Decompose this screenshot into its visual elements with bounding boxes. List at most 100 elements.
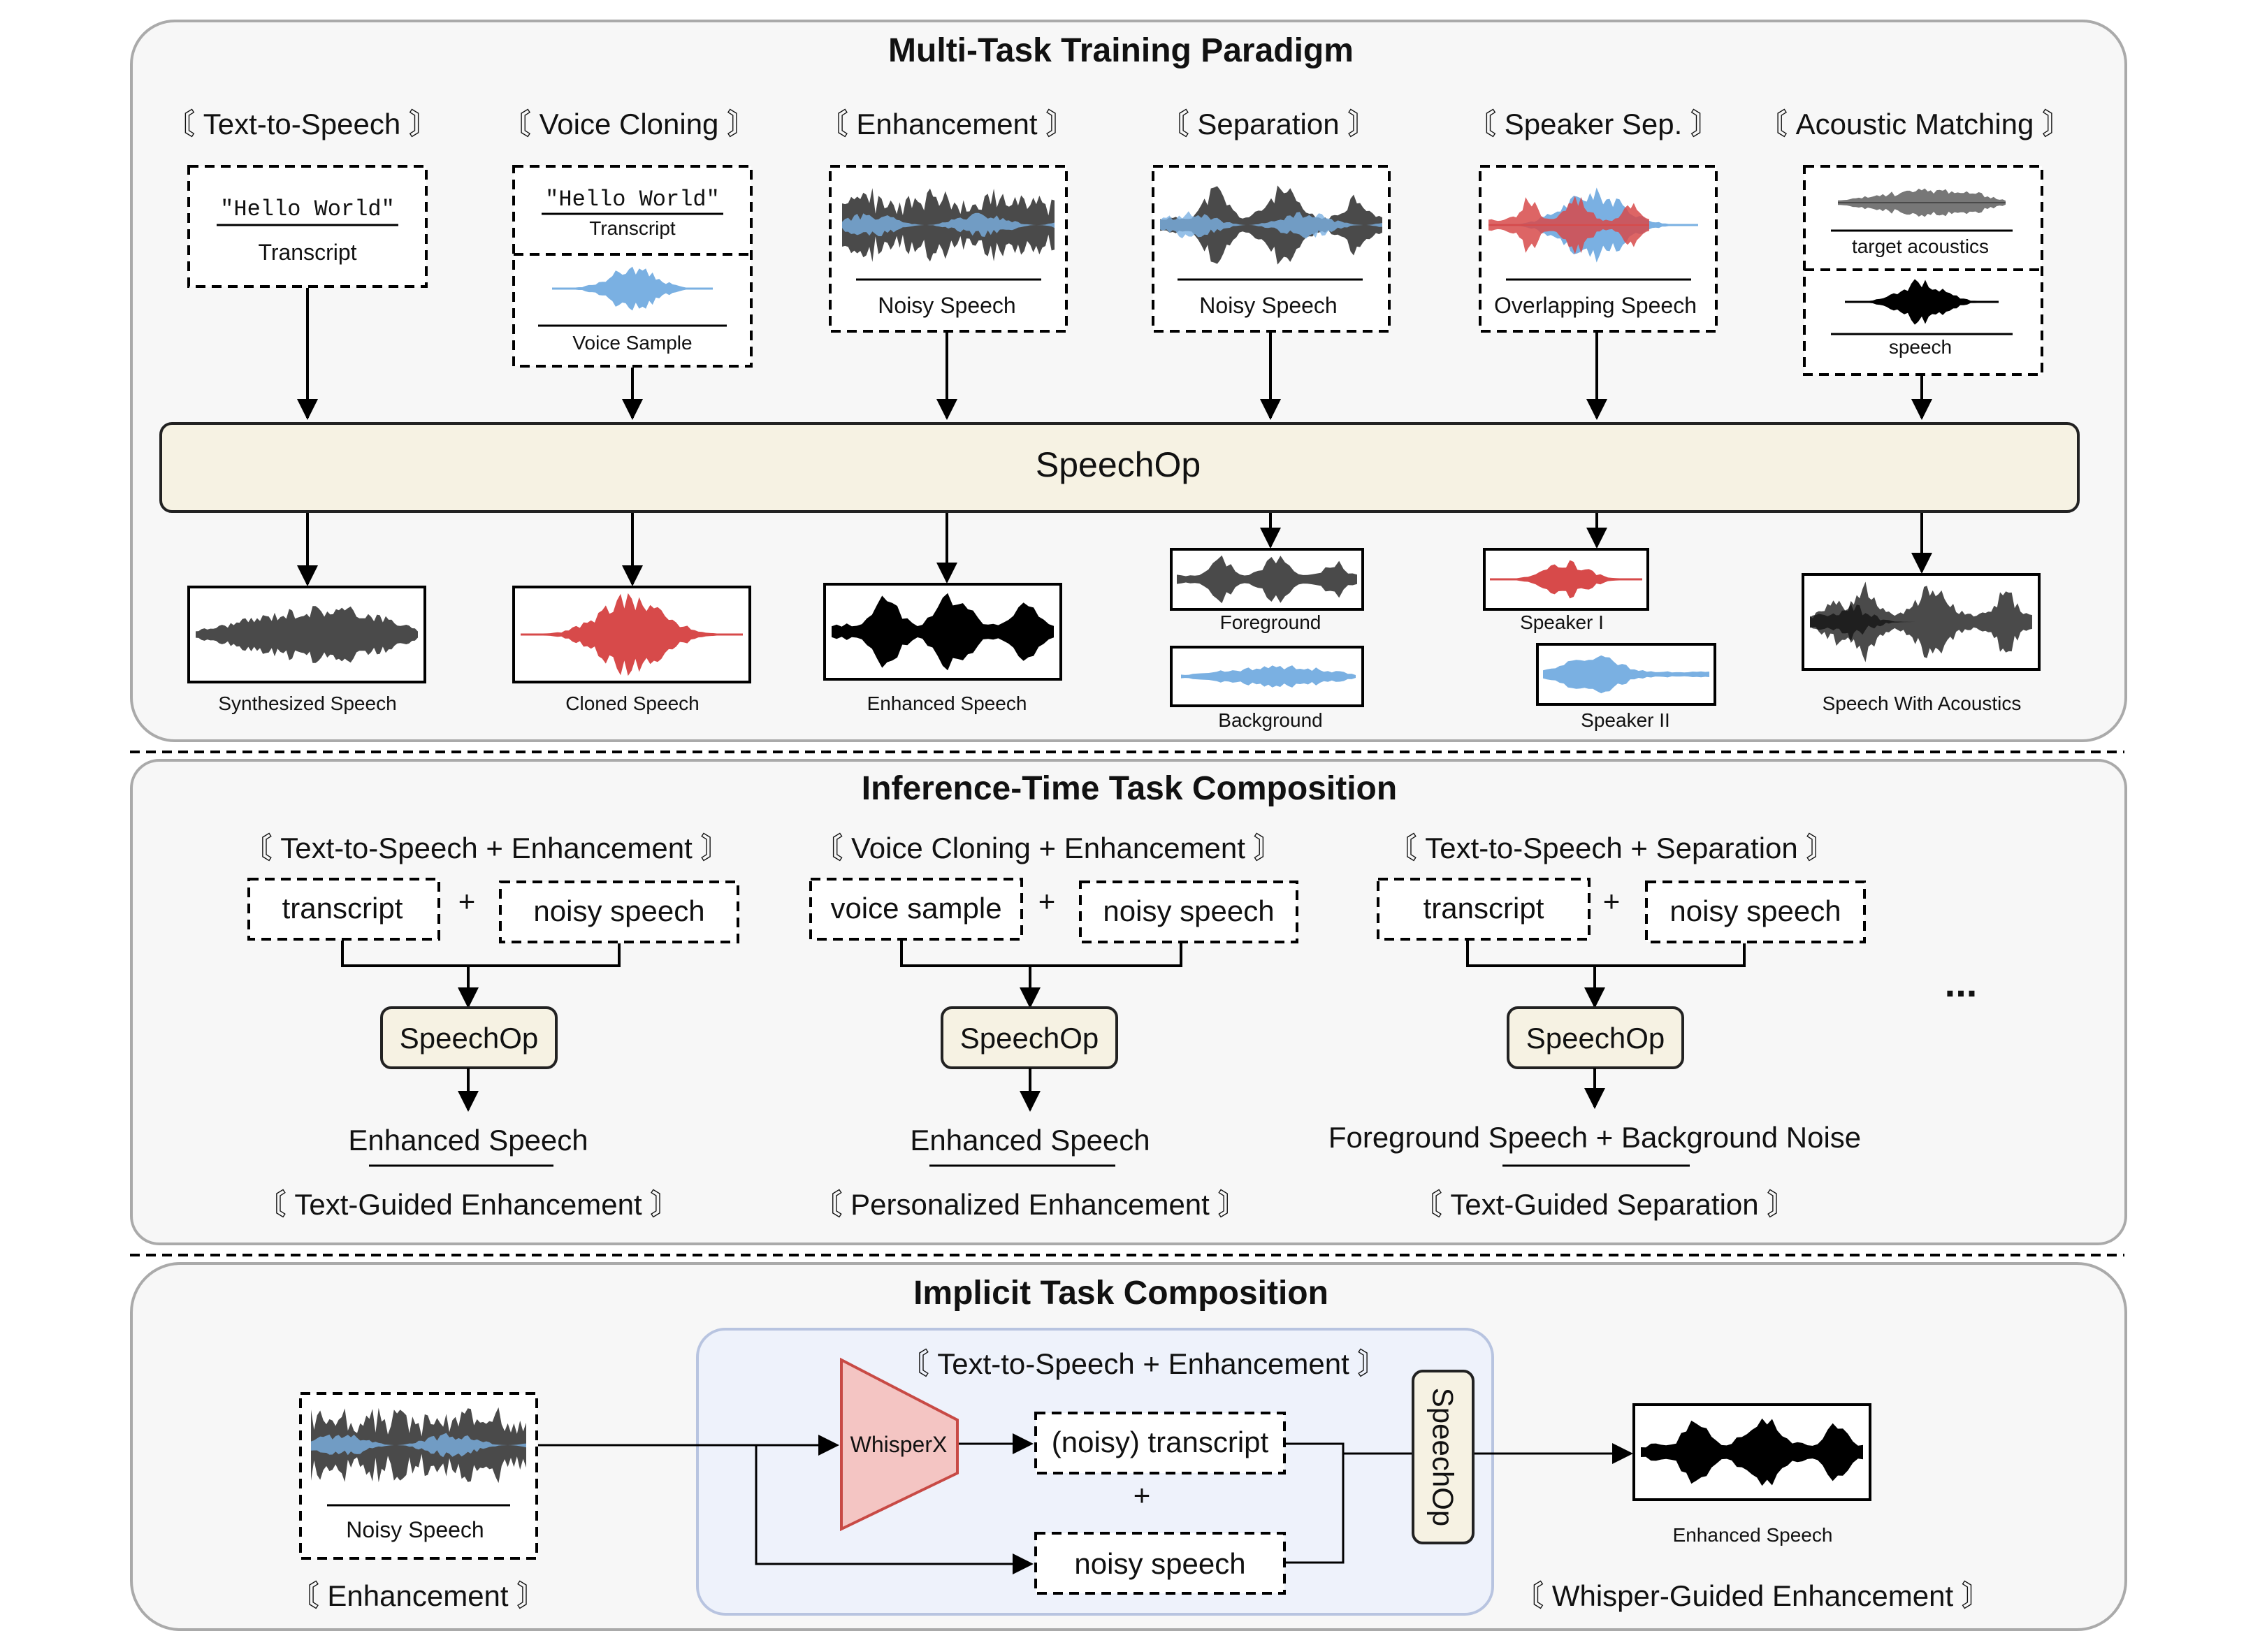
training-section: Multi-Task Training Paradigm 〘 Text-to-S… — [130, 20, 2127, 742]
training-input-arrows — [297, 288, 1932, 420]
speaker-one-output: Speaker I — [1483, 548, 1649, 633]
separation-input-caption: Noisy Speech — [1199, 293, 1337, 318]
implicit-input-label: 〘 Enhancement 〙 — [290, 1579, 546, 1612]
group-2-input-a — [809, 878, 1023, 941]
speech-with-acoustics-waveform — [1810, 581, 2032, 662]
inference-ellipsis: ... — [1945, 961, 1978, 1005]
implicit-output-label: 〘 Whisper-Guided Enhancement 〙 — [1514, 1579, 1991, 1612]
group-1-input-a — [247, 878, 440, 941]
group-1-speechop-label: SpeechOp — [400, 1022, 538, 1055]
inference-section: Inference-Time Task Composition 〘 Text-t… — [130, 759, 2127, 1245]
group-3-input-b-text: noisy speech — [1669, 894, 1841, 927]
group-2-input-a-text: voice sample — [830, 892, 1001, 925]
implicit-section: Implicit Task Composition Noisy Speech 〘… — [130, 1262, 2127, 1631]
speech-caption: speech — [1889, 336, 1952, 358]
group-2-output: Enhanced Speech — [910, 1124, 1150, 1157]
group-1-name: 〘 Text-Guided Enhancement 〙 — [257, 1188, 680, 1221]
enhanced-speech-output: Enhanced Speech — [823, 583, 1062, 714]
enhanced-waveform — [832, 593, 1054, 671]
group-3-input-a-text: transcript — [1423, 892, 1544, 925]
group-2-plus: + — [1038, 885, 1056, 918]
enhanced-speech-caption: Enhanced Speech — [867, 693, 1027, 714]
waveform-overlay-shape — [1810, 600, 1921, 646]
task-label-speaker-sep: 〘 Speaker Sep. 〙 — [1467, 108, 1720, 140]
noisy-speech-box — [1034, 1532, 1286, 1595]
group-3-plus: + — [1603, 885, 1621, 918]
synthesized-speech-caption: Synthesized Speech — [218, 693, 396, 714]
implicit-plus: + — [1133, 1479, 1151, 1512]
group-2-speechop-label: SpeechOp — [960, 1022, 1099, 1055]
voice-sample-waveform — [552, 266, 713, 311]
inference-title: Inference-Time Task Composition — [862, 770, 1397, 807]
cloned-speech-caption: Cloned Speech — [565, 693, 699, 714]
inference-group-tts-enhancement: 〘 Text-to-Speech + Enhancement 〙 transcr… — [243, 832, 739, 1221]
implicit-title: Implicit Task Composition — [913, 1275, 1328, 1312]
group-1-input-a-text: transcript — [282, 892, 403, 925]
noisy-transcript-text: (noisy) transcript — [1052, 1426, 1269, 1458]
target-acoustics-waveform — [1838, 188, 2006, 217]
group-1-label: 〘 Text-to-Speech + Enhancement 〙 — [243, 832, 730, 864]
training-title: Multi-Task Training Paradigm — [888, 32, 1354, 69]
speaker-two-output: Speaker II — [1536, 643, 1716, 731]
waveform-overlay-shape — [1160, 211, 1382, 239]
implicit-noisy-waveform — [311, 1407, 526, 1484]
background-output: Background — [1170, 646, 1364, 731]
speaker-sep-input-caption: Overlapping Speech — [1494, 293, 1697, 318]
inference-group-tts-separation: 〘 Text-to-Speech + Separation 〙 transcri… — [1328, 832, 1866, 1221]
speechop-model-bar: SpeechOp — [159, 422, 2080, 513]
task-label-acoustic-matching: 〘 Acoustic Matching 〙 — [1758, 108, 2071, 140]
group-3-name: 〘 Text-Guided Separation 〙 — [1413, 1188, 1797, 1221]
implicit-connectors — [538, 1433, 1633, 1574]
implicit-output-caption: Enhanced Speech — [1673, 1524, 1833, 1546]
target-acoustics-caption: target acoustics — [1852, 236, 1989, 257]
task-label-enhancement: 〘 Enhancement 〙 — [819, 108, 1075, 140]
group-2-label: 〘 Voice Cloning + Enhancement 〙 — [813, 832, 1282, 864]
inference-group-vc-enhancement: 〘 Voice Cloning + Enhancement 〙 voice sa… — [809, 832, 1298, 1221]
implicit-enhanced-waveform — [1641, 1418, 1863, 1486]
implicit-speechop-label: SpeechOp — [1427, 1388, 1460, 1526]
speech-waveform — [1845, 279, 1999, 325]
enhancement-input-box: Noisy Speech — [829, 165, 1068, 333]
background-waveform — [1181, 665, 1356, 688]
separation-noisy-waveform — [1160, 185, 1382, 265]
group-3-input-b — [1645, 881, 1866, 943]
implicit-input-caption: Noisy Speech — [346, 1517, 484, 1542]
group-3-speechop-label: SpeechOp — [1526, 1022, 1665, 1055]
enhancement-input-caption: Noisy Speech — [878, 293, 1015, 318]
implicit-speechop-block: SpeechOp — [1412, 1370, 1475, 1544]
separation-input-box: Noisy Speech — [1152, 165, 1391, 333]
background-caption: Background — [1218, 709, 1322, 731]
foreground-caption: Foreground — [1220, 611, 1321, 633]
training-output-arrows — [297, 513, 1932, 586]
enhancement-noisy-waveform — [842, 188, 1055, 262]
speaker-sep-input-box: Overlapping Speech — [1479, 165, 1718, 333]
vc-transcript-caption: Transcript — [589, 217, 676, 239]
tts-transcript-text: "Hello World" — [220, 196, 395, 222]
speechop-model-label: SpeechOp — [1036, 445, 1201, 484]
tts-transcript-caption: Transcript — [258, 240, 356, 265]
speaker-one-waveform — [1490, 560, 1642, 599]
task-label-separation: 〘 Separation 〙 — [1160, 108, 1377, 140]
whisperx-block: WhisperX — [840, 1357, 959, 1532]
whisper-region-label: 〘 Text-to-Speech + Enhancement 〙 — [900, 1347, 1387, 1380]
group-1-input-b — [499, 881, 739, 943]
group-3-label: 〘 Text-to-Speech + Separation 〙 — [1388, 832, 1836, 864]
foreground-output: Foreground — [1170, 548, 1364, 633]
group-1-plus: + — [458, 885, 476, 918]
noisy-speech-text: noisy speech — [1074, 1547, 1245, 1580]
group-1-input-b-text: noisy speech — [533, 894, 704, 927]
synthesized-waveform — [196, 606, 418, 663]
acoustic-matching-input-box: target acoustics speech — [1803, 165, 2043, 376]
group-1-output: Enhanced Speech — [348, 1124, 588, 1157]
synthesized-speech-output: Synthesized Speech — [187, 586, 426, 714]
vc-transcript-text: "Hello World" — [545, 187, 720, 212]
task-label-voice-cloning: 〘 Voice Cloning 〙 — [502, 108, 756, 140]
vc-voice-sample-caption: Voice Sample — [572, 332, 692, 354]
tts-input-box: "Hello World" Transcript — [187, 165, 428, 288]
implicit-output-box: Enhanced Speech — [1632, 1403, 1871, 1546]
waveform-overlay-shape — [311, 1433, 526, 1458]
group-2-input-b — [1079, 881, 1298, 943]
group-3-output: Foreground Speech + Background Noise — [1328, 1121, 1861, 1154]
group-2-name: 〘 Personalized Enhancement 〙 — [813, 1188, 1247, 1221]
group-3-input-a — [1377, 878, 1591, 941]
